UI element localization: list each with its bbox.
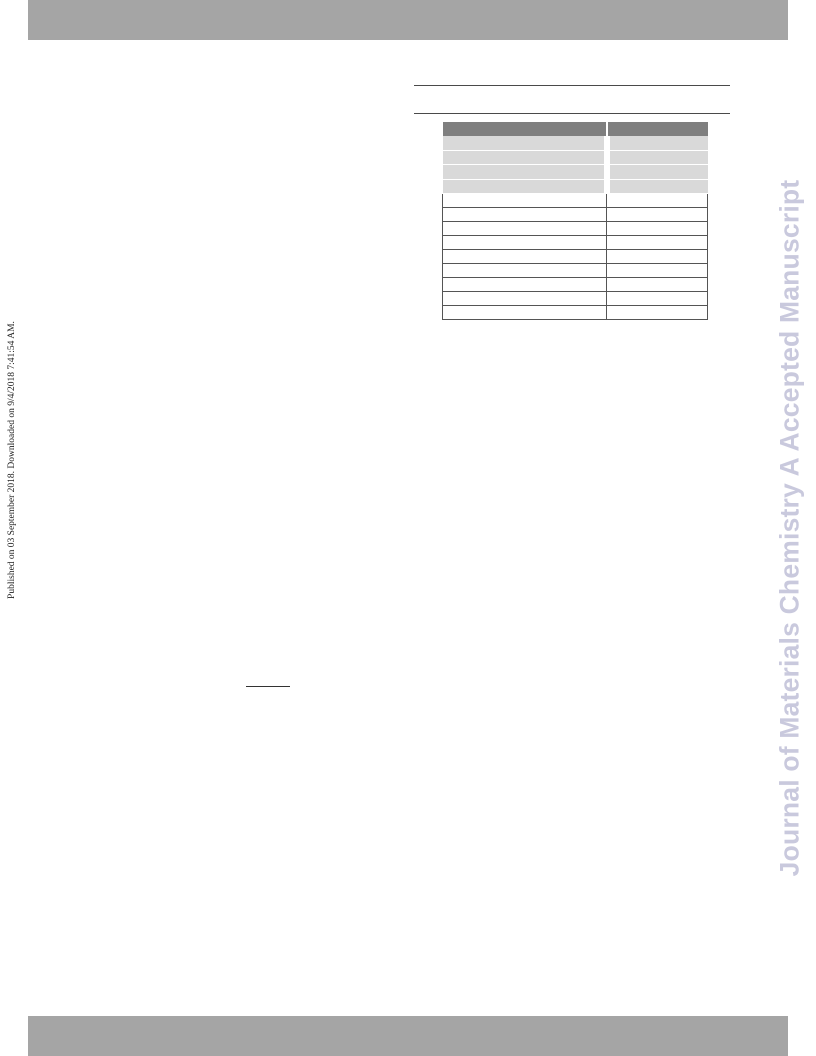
table-cell [442, 150, 610, 165]
table-header-cell [606, 122, 708, 136]
table-cell [442, 164, 610, 180]
table-cell [442, 207, 607, 222]
table-cell [606, 263, 708, 278]
table-cell [606, 150, 708, 165]
table-cell [442, 249, 607, 264]
table-cell [442, 136, 610, 151]
table-cell [606, 207, 708, 222]
table-cell [442, 305, 607, 320]
table-header-cell [442, 122, 608, 136]
header-band [28, 0, 788, 40]
table-row [442, 249, 708, 264]
table-cell [442, 221, 607, 236]
table-cell [442, 235, 607, 250]
table-row [442, 221, 708, 236]
table-row [442, 305, 708, 320]
table-row [442, 136, 708, 151]
data-table [442, 122, 708, 320]
table-cell [606, 249, 708, 264]
table-cell [606, 305, 708, 320]
table-row [442, 207, 708, 222]
table-header-row [442, 122, 708, 136]
table-row [442, 235, 708, 250]
table-cell [442, 193, 607, 208]
table-cell [606, 164, 708, 180]
table-row [442, 291, 708, 306]
footer-band [28, 1016, 788, 1056]
table-top-rule [414, 85, 730, 86]
table-row [442, 193, 708, 208]
table-row [442, 164, 708, 180]
table-row [442, 277, 708, 292]
table-cell [606, 235, 708, 250]
published-notice: Published on 03 September 2018. Download… [7, 321, 17, 599]
table-caption-rule [414, 113, 730, 114]
table-row [442, 150, 708, 165]
table-cell [442, 263, 607, 278]
table-cell [606, 136, 708, 151]
table-cell [442, 291, 607, 306]
table-cell [442, 277, 607, 292]
table-cell [442, 179, 610, 194]
table-row [442, 179, 708, 194]
table-cell [606, 221, 708, 236]
table-row [442, 263, 708, 278]
table-cell [606, 277, 708, 292]
footnote-rule [246, 686, 290, 687]
accepted-manuscript-watermark: Journal of Materials Chemistry A Accepte… [774, 179, 805, 877]
table-cell [606, 291, 708, 306]
table-cell [606, 179, 708, 194]
table-cell [606, 193, 708, 208]
